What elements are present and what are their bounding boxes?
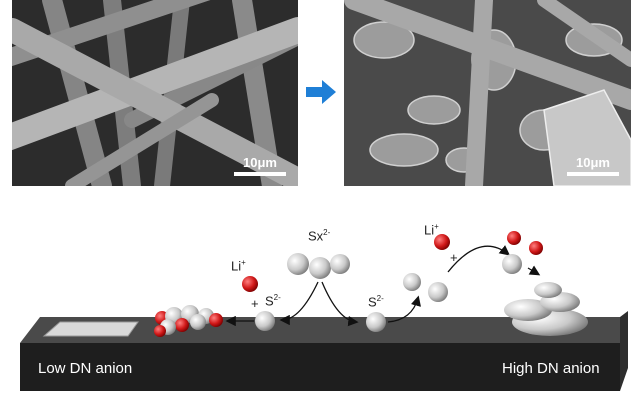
lithium-ion xyxy=(434,234,450,250)
fiber-micrograph xyxy=(12,0,298,186)
lithium-charge: + xyxy=(434,222,439,231)
platform-front xyxy=(20,343,620,391)
lithium-text: Li xyxy=(231,258,242,274)
low-dn-label: Low DN anion xyxy=(38,360,133,377)
plus-sign-left: + xyxy=(251,296,259,311)
arrow-up-right xyxy=(387,295,421,323)
right-arrow-icon xyxy=(306,80,336,104)
arrow-arc xyxy=(447,245,511,273)
polysulfide-charge: 2- xyxy=(323,228,331,237)
scale-bar: 10μm xyxy=(567,155,619,176)
sulfide-charge: 2- xyxy=(273,293,281,302)
plus-sign-right: + xyxy=(450,250,458,265)
sulfide-particle xyxy=(403,273,421,291)
polysulfide-label: Sx2- xyxy=(308,228,330,243)
lithium-label-right: Li+ xyxy=(424,222,439,237)
sem-image-before: 10μm xyxy=(12,0,298,186)
electrode-plate xyxy=(42,321,139,337)
arrow-to-left xyxy=(279,281,319,326)
arrow-down xyxy=(527,265,541,276)
sulfide-text: S xyxy=(368,294,377,310)
sulfur-particle xyxy=(309,257,331,279)
scale-bar: 10μm xyxy=(234,155,286,176)
li2s-deposit-low-dn xyxy=(154,305,223,337)
sulfur-particle xyxy=(330,254,350,274)
sulfide-particle xyxy=(255,311,275,331)
li2s-deposit-high-dn xyxy=(504,282,588,336)
lithium-label-left: Li+ xyxy=(231,258,246,273)
schematic-drawing xyxy=(20,231,628,391)
scale-bar-line xyxy=(567,172,619,176)
sem-image-after: 10μm xyxy=(344,0,631,186)
lithium-text: Li xyxy=(424,222,435,238)
deposit-micrograph xyxy=(344,0,631,186)
arrow-to-right xyxy=(321,281,359,327)
sulfide-label-right: S2- xyxy=(368,294,384,309)
scale-bar-label: 10μm xyxy=(576,155,610,170)
sulfide-text: S xyxy=(265,293,274,309)
lithium-ion xyxy=(529,241,543,255)
lithium-charge: + xyxy=(241,258,246,267)
scale-bar-label: 10μm xyxy=(243,155,277,170)
sulfide-particle xyxy=(366,312,386,332)
high-dn-label: High DN anion xyxy=(502,360,600,377)
sulfur-particle xyxy=(287,253,309,275)
polysulfide-text: Sx xyxy=(308,228,324,244)
mechanism-schematic: Sx2- Li+ + S2- S2- Li+ + Low DN anion Hi… xyxy=(0,210,643,408)
sulfide-label-left: S2- xyxy=(265,293,281,308)
sulfide-particle xyxy=(502,254,522,274)
scale-bar-line xyxy=(234,172,286,176)
lithium-ion xyxy=(242,276,258,292)
lithium-ion xyxy=(507,231,521,245)
sulfide-particle xyxy=(428,282,448,302)
sulfide-charge: 2- xyxy=(376,294,384,303)
